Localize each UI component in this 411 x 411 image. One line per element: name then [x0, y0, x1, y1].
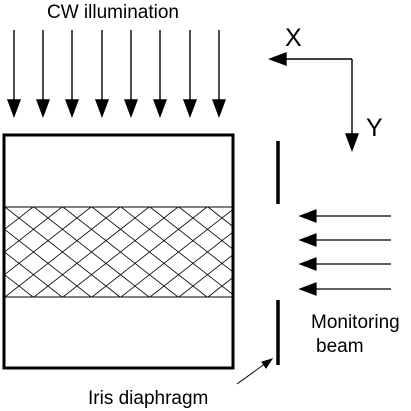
hatched-band: [4, 206, 411, 298]
hatch-line: [4, 273, 34, 297]
hatch-line: [178, 254, 233, 297]
illumination-arrow: [94, 30, 110, 118]
sample-box: [2, 133, 235, 370]
hatch-line: [324, 207, 411, 297]
axis-y-label: Y: [366, 114, 383, 142]
illumination-arrow: [152, 30, 168, 118]
iris-label: Iris diaphragm: [88, 388, 208, 409]
hatch-line: [353, 207, 411, 297]
hatch-line: [149, 231, 233, 297]
hatch-line: [4, 207, 92, 276]
hatch-line: [4, 207, 63, 253]
y-axis-arrowhead: [344, 133, 360, 152]
illumination-arrows: [6, 30, 227, 118]
illumination-arrow: [211, 30, 227, 118]
hatch-line: [353, 207, 411, 297]
hatch-line: [4, 207, 121, 297]
hatch-line: [207, 207, 233, 228]
hatch-pattern: [4, 207, 411, 297]
monitoring-beam-arrows: [298, 209, 391, 296]
illumination-arrow: [123, 30, 139, 118]
hatch-line: [62, 207, 179, 297]
illumination-arrow: [35, 30, 51, 118]
hatch-line: [207, 276, 233, 297]
illumination-arrow: [6, 30, 22, 118]
hatch-line: [237, 207, 352, 297]
monitoring-arrow: [298, 209, 391, 223]
axis-indicator: [268, 51, 360, 152]
x-axis-arrowhead: [268, 51, 287, 67]
hatch-line: [237, 207, 352, 297]
hatch-line: [178, 207, 233, 250]
iris-pointer: [236, 358, 274, 385]
axis-x-label: X: [285, 24, 302, 52]
monitoring-arrow: [298, 282, 391, 296]
hatch-line: [33, 207, 150, 297]
monitoring-arrow: [298, 233, 391, 247]
hatch-line: [4, 207, 34, 231]
monitoring-arrow: [298, 257, 391, 271]
illumination-arrow: [64, 30, 80, 118]
illumination-arrow: [182, 30, 198, 118]
hatch-line: [91, 207, 208, 297]
hatch-line: [266, 207, 381, 297]
illumination-label: CW illumination: [47, 2, 179, 23]
hatch-line: [120, 208, 233, 297]
monitoring-label-line1: Monitoring: [311, 312, 400, 333]
monitoring-label-line2: beam: [316, 336, 364, 357]
hatch-line: [266, 207, 381, 297]
hatch-line: [324, 207, 411, 297]
